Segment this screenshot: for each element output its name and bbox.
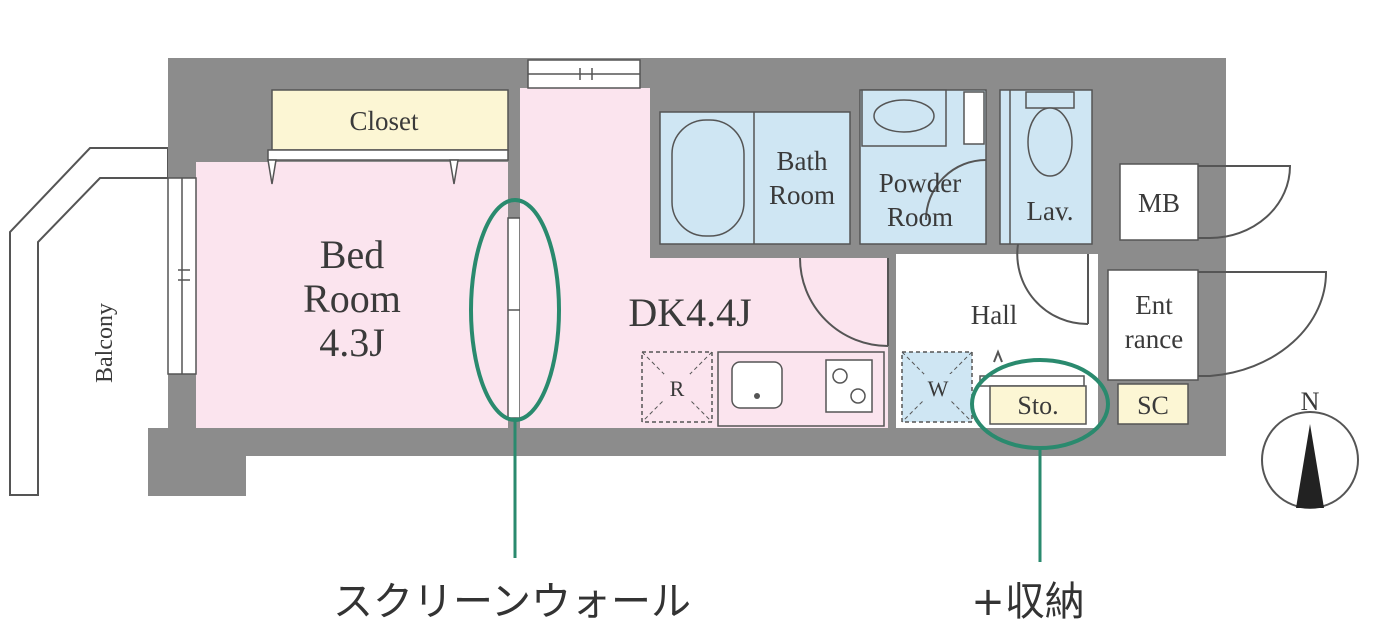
kitchen-counter [717,351,885,427]
bath-label-line2: Room [769,180,835,210]
shoe-closet: SC [1117,383,1189,425]
north-arrow-icon [1296,424,1324,508]
refrigerator-space: R [641,351,713,423]
toilet-icon [1027,107,1073,177]
hall-label: Hall [971,300,1018,330]
meter-box: MB [1119,163,1292,241]
entrance-label-line2: rance [1125,324,1183,354]
north-label: N [1301,387,1320,416]
bedroom-label-line2: Room [303,276,401,321]
dk-room [520,88,888,428]
lav-label: Lav. [1027,196,1074,226]
extra-storage-callout: +収納 [971,579,1085,625]
powder-label-line2: Room [887,202,953,232]
lavatory: Lav. [999,89,1093,245]
storage-label: Sto. [1017,391,1058,420]
mb-label: MB [1138,188,1180,218]
washer-label: W [928,376,949,401]
bedroom [196,162,508,428]
entrance-label-line1: Ent [1135,290,1173,320]
dk-label: DK4.4J [628,290,751,335]
bathroom: Bath Room [659,111,851,245]
sink-icon [731,361,783,409]
bedroom-size-label: 4.3J [319,320,385,365]
compass: N [1261,387,1359,509]
bedroom-label-line1: Bed [320,232,384,277]
entrance: Ent rance [1107,269,1328,381]
sc-label: SC [1137,391,1169,420]
screen-wall-callout: スクリーンウォール [333,579,691,625]
refrigerator-label: R [670,376,685,401]
washer-space: W [901,351,973,423]
bath-label-line1: Bath [777,146,828,176]
powder-label-line1: Powder [879,168,962,198]
closet: Closet [267,89,509,185]
screen-wall [507,217,521,419]
storage: Sto. [979,375,1087,425]
bathtub-icon [671,119,745,237]
closet-label: Closet [349,106,419,136]
washbasin-icon [873,99,935,133]
powder-room: Powder Room [859,89,987,245]
stove-icon [825,359,873,413]
dk-door-swing [799,257,889,347]
balcony-label: Balcony [92,303,118,383]
